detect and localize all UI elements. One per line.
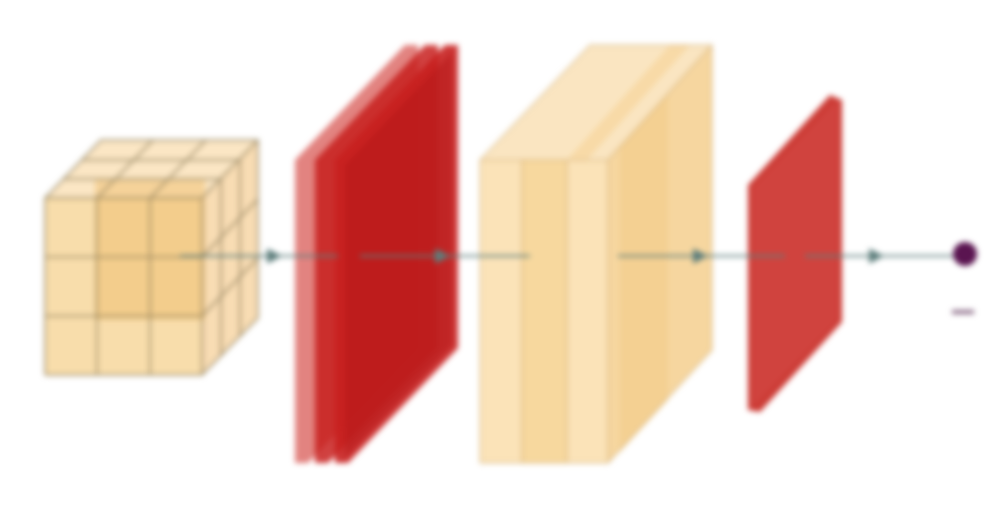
output-node <box>952 242 977 314</box>
conv-layer-stack <box>295 45 458 463</box>
input-cube-side-face <box>202 140 258 375</box>
pool-slab-band-3 <box>620 95 668 452</box>
pool-slab-edges <box>479 44 713 464</box>
pool-slab-band-1 <box>522 160 567 463</box>
input-cube-grid-lines <box>44 139 259 376</box>
pool-layer-stack <box>479 44 713 464</box>
fully-connected-layer <box>748 95 842 412</box>
arrowhead-1 <box>267 248 283 264</box>
fc-plane-front <box>752 99 838 408</box>
output-node-dot <box>953 242 977 266</box>
arrowhead-3 <box>693 248 709 264</box>
pool-slab-band-2 <box>567 45 690 160</box>
input-grid-cube <box>44 139 259 376</box>
arrowhead-4 <box>869 248 885 264</box>
arrowhead-2 <box>435 248 451 264</box>
connection-arrows <box>180 248 955 264</box>
